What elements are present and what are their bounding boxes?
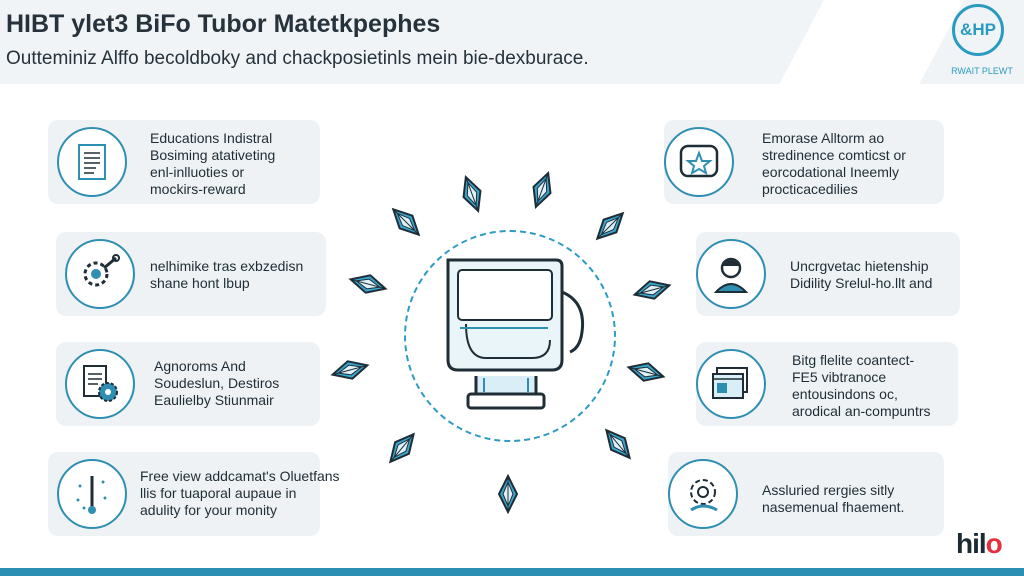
feature-card-line: Free view addcamat's Oluetfans [140,468,340,484]
logo-mark: &HP [952,4,1004,56]
feature-card-line: Eaulielby Stiunmair [154,392,274,408]
arrow-nib [625,357,667,387]
feature-card-6: Bitg flelite coantect- FE5 vibtranoce en… [696,342,958,426]
feature-card-text: Emorase Alltorm ao stredinence comticst … [762,130,906,198]
gear-wrench-icon [65,239,135,309]
feature-card-line: eorcodational Ineemly [762,164,899,180]
computer-icon [446,258,585,410]
feature-card-line: Bosiming atativeting [150,147,276,163]
star-screen-icon [664,127,734,197]
person-icon [696,239,766,309]
document-gear-icon [65,349,135,419]
feature-card-line: shane hont lbup [150,275,250,291]
arrow-nib [589,205,631,247]
arrow-nib [526,169,558,211]
arrow-nib [631,275,673,305]
arrow-nib [347,269,389,299]
document-icon [57,127,127,197]
feature-card-text: nelhimike tras exbzedisn shane hont lbup [150,258,303,292]
arrow-nib [329,355,371,385]
feature-card-line: Assluried rergies sitly [762,482,895,498]
feature-card-text: Free view addcamat's Oluetfans llis for … [140,468,340,519]
globe-hand-icon [668,459,738,529]
footer-bar [0,568,1024,576]
arrow-nib [382,427,422,469]
feature-card-line: Agnoroms And [154,358,246,374]
feature-card-line: nelhimike tras exbzedisn [150,258,304,274]
feature-card-2: Emorase Alltorm ao stredinence comticst … [664,120,944,204]
feature-card-line: Bitg flelite coantect- [792,352,915,368]
feature-card-line: llis for tuaporal aupaue in [140,485,297,501]
page-subtitle: Outteminiz Alffo becoldboky and chackpos… [6,48,589,69]
feature-card-line: nasemenual fhaement. [762,499,905,515]
feature-card-line: FE5 vibtranoce [792,369,887,385]
brand-highlight: o [985,528,1003,559]
feature-card-line: stredinence comticst or [762,147,906,163]
feature-card-text: Assluried rergies sitly nasemenual fhaem… [762,482,904,516]
feature-card-text: Uncrgvetac hietenship Didility Srelul-ho… [790,258,932,292]
feature-card-line: procticacedilies [762,181,858,197]
feature-card-text: Educations Indistral Bosiming atativetin… [150,130,275,198]
logo: &HP RWAIT PLEWT [946,4,1016,80]
brand-text: hil [956,528,987,559]
thermometer-icon [57,459,127,529]
arrow-nib [456,173,488,215]
feature-card-line: entousindons oc, [792,386,898,402]
arrow-nib [498,475,518,513]
feature-card-3: nelhimike tras exbzedisn shane hont lbup [56,232,326,316]
logo-caption: RWAIT PLEWT [951,66,1013,76]
feature-card-line: Soudeslun, Destiros [154,375,280,391]
feature-card-line: adulity for your monity [140,502,277,518]
header-band [0,0,1024,84]
feature-card-line: Emorase Alltorm ao [762,130,885,146]
feature-card-8: Assluried rergies sitly nasemenual fhaem… [668,452,944,536]
feature-card-7: Free view addcamat's Oluetfans llis for … [48,452,340,536]
arrow-nib [598,423,638,465]
feature-card-line: Educations Indistral [150,130,273,146]
feature-card-5: Agnoroms And Soudeslun, Destiros Eauliel… [56,342,320,426]
arrow-nib [385,201,427,243]
center-hub-ring [404,230,616,442]
feature-card-1: Educations Indistral Bosiming atativetin… [48,120,320,204]
brand-mark: hilo [956,528,1003,560]
feature-card-line: arodical an-compuntrs [792,403,931,419]
feature-card-text: Agnoroms And Soudeslun, Destiros Eauliel… [154,358,279,409]
feature-card-text: Bitg flelite coantect- FE5 vibtranoce en… [792,352,931,420]
page-title: HIBT ylet3 BiFo Tubor Matetkpephes [6,10,441,38]
feature-card-4: Uncrgvetac hietenship Didility Srelul-ho… [696,232,960,316]
browser-window-icon [696,349,766,419]
feature-card-line: enl-inlluoties or [150,164,245,180]
feature-card-line: mockirs-reward [150,181,246,197]
feature-card-line: Uncrgvetac hietenship [790,258,929,274]
feature-card-line: Didility Srelul-ho.llt and [790,275,933,291]
